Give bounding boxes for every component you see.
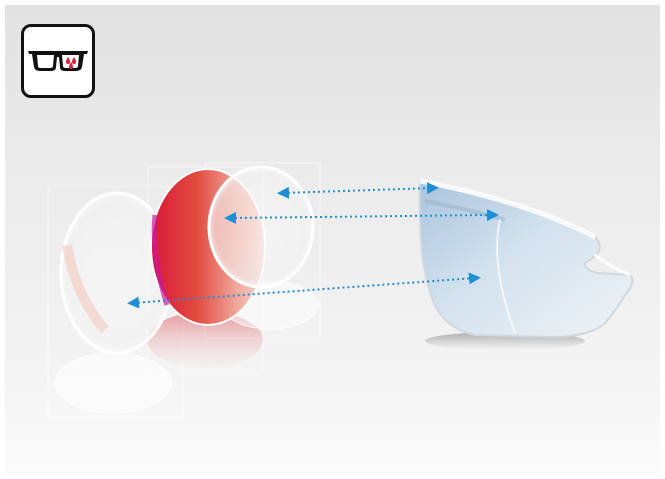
wraparound-sunglass-lens-icon: [420, 181, 633, 350]
clear-lens-reflection: [55, 353, 171, 413]
lens-layers-diagram: [5, 5, 660, 474]
illustration-stage: [5, 5, 660, 474]
arrow-top: [283, 188, 433, 193]
clear-front-lens-layer-icon: [209, 167, 313, 287]
